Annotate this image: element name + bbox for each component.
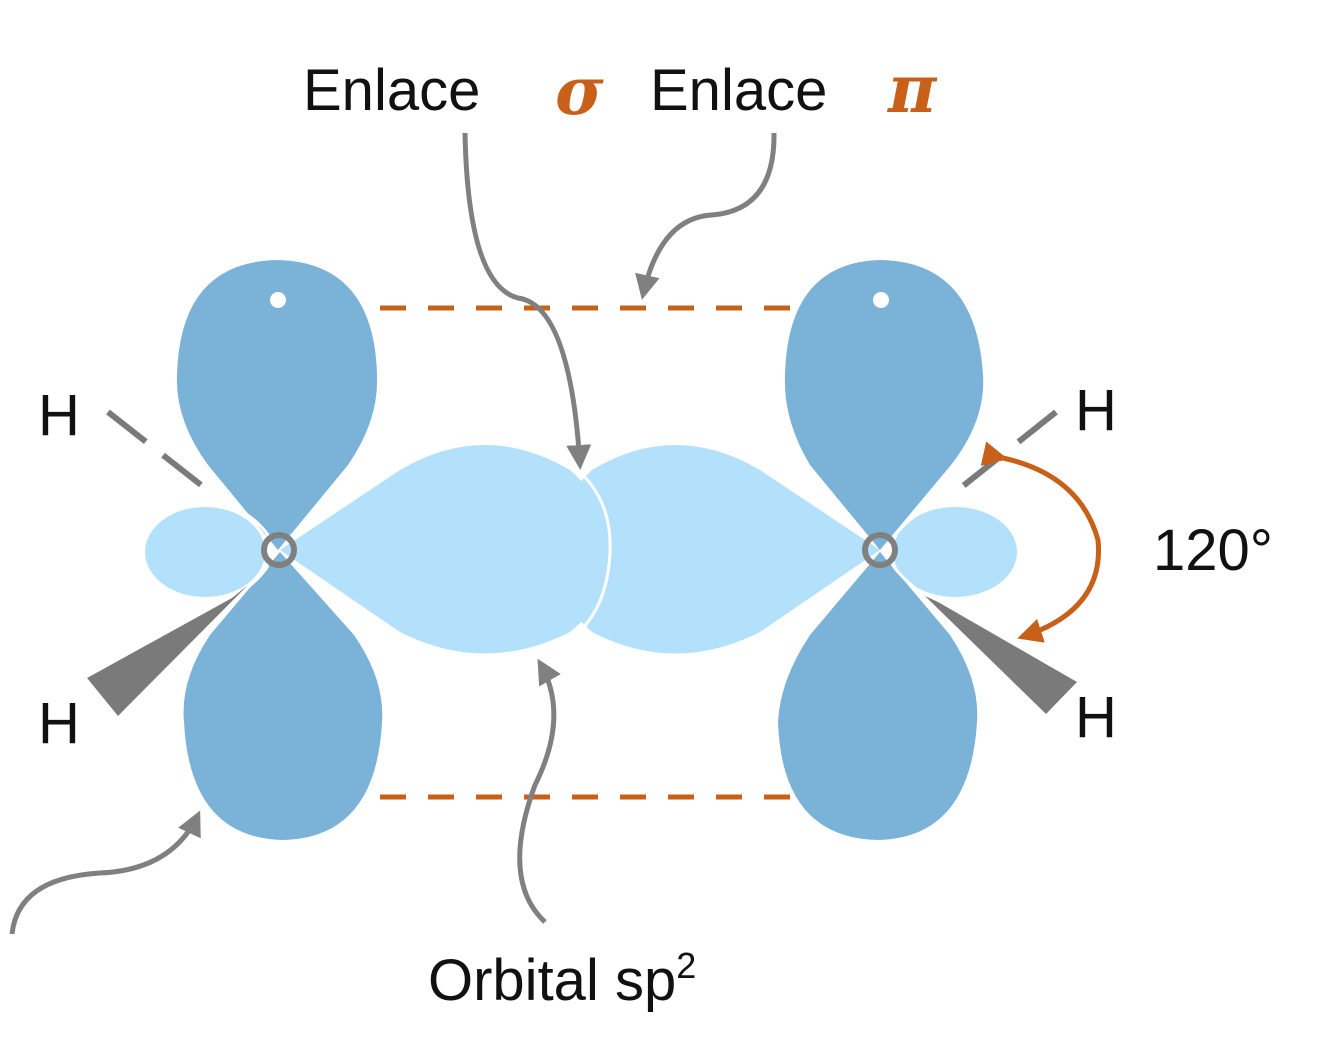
sp2-orbital-left-small-lobe (145, 507, 265, 597)
p-orbital-right-top-lobe (784, 260, 984, 550)
bond-angle-label: 120° (1153, 518, 1273, 583)
sp2-orbital-superscript: 2 (676, 945, 696, 986)
carbon-atom-right (862, 532, 898, 568)
bond-dashed-left (106, 409, 212, 495)
bond-wedge-left (87, 585, 248, 716)
sp2-orbital-text: Orbital sp (428, 948, 676, 1013)
sp2-orbital-right-lobe (555, 445, 880, 654)
sp2-orbital-label: Orbital sp2 (428, 945, 696, 1013)
p-orbital-pointer-arrow (9, 810, 201, 935)
p-orbital-left-top-lobe (176, 260, 378, 550)
pi-symbol: π (886, 50, 938, 128)
sigma-bond-label: Enlace (303, 58, 480, 123)
sp2-pointer-arrow (517, 658, 561, 924)
sigma-pointer-arrow (462, 132, 592, 470)
electron-dot-left (270, 292, 286, 308)
electron-dot-right (873, 292, 889, 308)
carbon-atom-left (261, 532, 297, 568)
pi-pointer-arrow (635, 132, 777, 300)
sigma-overlap-outline (581, 473, 612, 629)
bond-wedge-right (925, 596, 1077, 714)
sigma-symbol: σ (555, 52, 604, 130)
lobe-separator-right-lower (891, 565, 931, 600)
hydrogen-top-left: H (38, 383, 80, 448)
sp2-orbital-left-lobe (280, 445, 610, 654)
pi-bond-label: Enlace (650, 58, 827, 123)
hydrogen-bottom-right: H (1075, 685, 1117, 750)
bond-dashed-right (956, 409, 1058, 493)
hydrogen-bottom-left: H (38, 691, 80, 756)
hydrogen-top-right: H (1075, 378, 1117, 443)
p-orbital-right-bottom-lobe (778, 552, 978, 840)
lobe-separator-left (227, 503, 272, 539)
lobe-separator-right (891, 503, 936, 539)
p-orbital-left-bottom-lobe (183, 552, 383, 840)
bond-angle-arc (980, 441, 1102, 643)
